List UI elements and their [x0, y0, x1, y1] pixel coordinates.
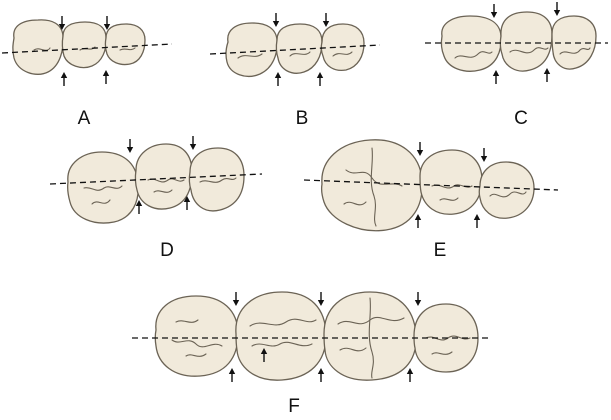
arrow-icon [274, 71, 282, 87]
tooth [551, 15, 597, 70]
tooth [235, 291, 327, 381]
arrow-icon [102, 69, 110, 85]
arrow-icon [490, 3, 498, 19]
panel-label: F [288, 396, 300, 417]
tooth [275, 23, 323, 74]
panel-label: A [78, 108, 91, 129]
tooth [61, 21, 107, 69]
arrow-icon [232, 291, 240, 307]
arrow-icon [60, 71, 68, 87]
tooth [188, 147, 245, 212]
arrow-icon [272, 12, 280, 28]
arrow-icon [414, 213, 422, 229]
tooth [66, 151, 139, 224]
alignment-dashed-line [209, 44, 381, 55]
arrow-icon [317, 291, 325, 307]
arrow-icon [189, 135, 197, 151]
panel-e: E [303, 139, 559, 261]
panel-d: D [49, 135, 263, 261]
arrow-icon [103, 15, 111, 31]
panel-f: F [132, 291, 490, 417]
tooth [12, 19, 64, 75]
arrow-icon [316, 71, 324, 87]
tooth [225, 22, 278, 77]
tooth [323, 291, 417, 381]
arrow-icon [553, 1, 561, 17]
tooth [154, 295, 239, 377]
alignment-dashed-line [49, 173, 263, 185]
arrow-icon [480, 147, 488, 163]
panel-label: D [160, 240, 174, 261]
panel-c: C [425, 1, 608, 129]
panel-b: B [209, 12, 381, 129]
arrow-icon [492, 69, 500, 85]
panel-label: E [434, 240, 447, 261]
arrow-icon [543, 67, 551, 83]
tooth [419, 149, 483, 215]
arrow-icon [317, 367, 325, 383]
arrow-icon [406, 367, 414, 383]
panel-a: A [1, 15, 173, 129]
panel-label: C [514, 108, 528, 129]
arrow-icon [473, 213, 481, 229]
tooth [104, 23, 146, 66]
arrow-icon [228, 367, 236, 383]
arrow-icon [416, 141, 424, 157]
tooth [499, 11, 553, 72]
panel-label: B [296, 108, 309, 129]
arrow-icon [126, 138, 134, 154]
tooth [478, 161, 535, 219]
alignment-dashed-line [1, 43, 173, 54]
arrow-icon [322, 12, 330, 28]
arrow-icon [414, 291, 422, 307]
alignment-dashed-line [303, 179, 559, 191]
tooth [134, 143, 193, 210]
